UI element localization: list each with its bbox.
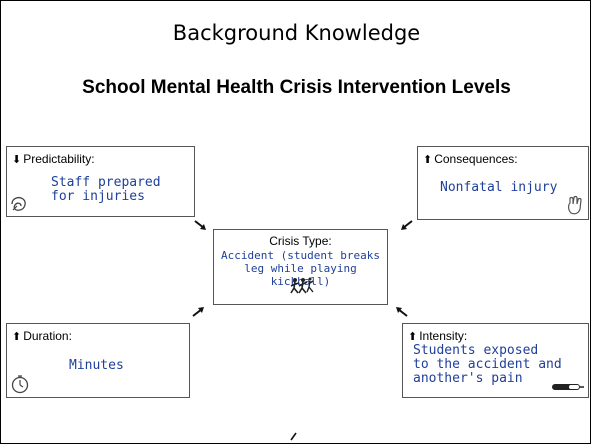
crisis-type-value: Accident (student breaks leg while playi… [221,249,380,288]
predictability-card: ⬇Predictability: Staff prepared for inju… [6,146,195,217]
running-children-icon [290,277,314,294]
predictability-value: Staff prepared for injuries [51,175,161,204]
crisis-type-label: Crisis Type: [269,234,332,248]
stopwatch-icon [11,375,29,394]
arrow-up-icon: ⬆ [408,331,418,343]
connector-arrow-duration [192,307,204,317]
intensity-value: Students exposed to the accident and ano… [413,343,562,386]
consequences-value: Nonfatal injury [440,180,558,195]
small-arrow-mark [290,432,297,441]
consequences-card: ⬆Consequences: Nonfatal injury [417,146,589,220]
arrow-up-icon: ⬆ [423,154,433,166]
predictability-label: ⬇Predictability: [12,152,95,166]
arrow-up-icon: ⬆ [12,331,22,343]
duration-label: ⬆Duration: [12,329,72,343]
duration-card: ⬆Duration: Minutes [6,323,190,398]
duration-value: Minutes [69,358,124,373]
connector-arrow-predictability [194,220,206,230]
gauge-bar-icon [552,384,584,390]
connector-arrow-intensity [396,307,408,317]
connector-arrow-consequences [401,220,413,230]
intensity-card: ⬆Intensity: Students exposed to the acci… [402,323,589,398]
arrow-down-icon: ⬇ [12,154,22,166]
hand-doodle-icon [568,195,582,215]
consequences-label: ⬆Consequences: [423,152,518,166]
clipboard-doodle-icon [11,197,26,211]
slide-heading: Background Knowledge [172,21,421,45]
slide-subtitle: School Mental Health Crisis Intervention… [82,77,511,98]
intensity-label: ⬆Intensity: [408,329,468,343]
crisis-type-card: Crisis Type: Accident (student breaks le… [213,229,388,305]
